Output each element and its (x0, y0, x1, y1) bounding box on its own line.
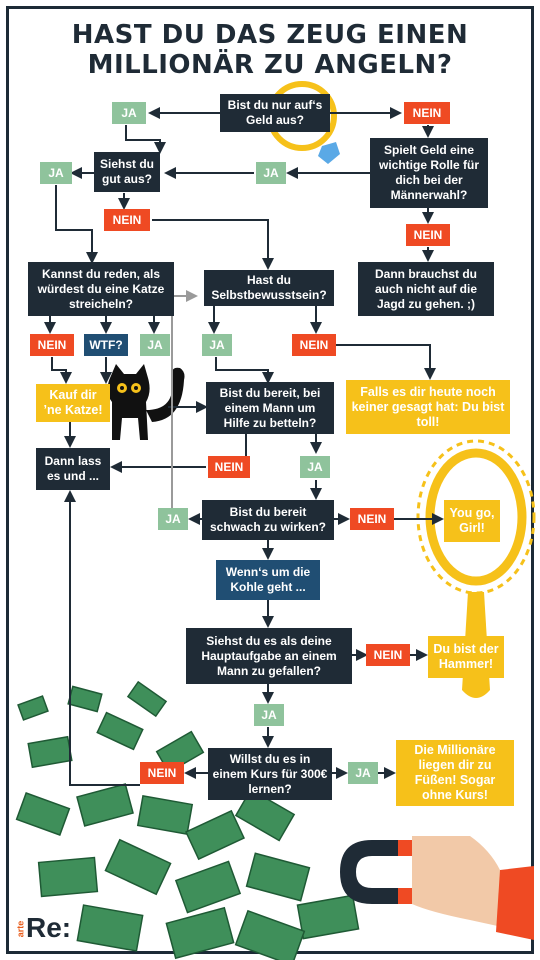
result-katze: Kauf dir ’ne Katze! (36, 384, 110, 422)
label-nein: NEIN (104, 209, 150, 231)
page-title: HAST DU DAS ZEUG EINEN MILLIONÄR ZU ANGE… (0, 20, 540, 80)
question-gut-aus: Siehst du gut aus? (94, 152, 160, 192)
label-wtf: WTF? (84, 334, 128, 356)
result-millionaere: Die Millionäre liegen dir zu Füßen! Soga… (396, 740, 514, 806)
question-kurs: Willst du es in einem Kurs für 300€ lern… (208, 748, 332, 800)
question-reden: Kannst du reden, als würdest du eine Kat… (28, 262, 174, 316)
title-line-1: HAST DU DAS ZEUG EINEN (71, 20, 469, 50)
label-ja: JA (254, 704, 284, 726)
magnet-hand-illustration (340, 836, 534, 940)
brand-small: arte (15, 920, 26, 938)
question-betteln: Bist du bereit, bei einem Mann um Hilfe … (206, 382, 334, 434)
label-nein: NEIN (406, 224, 450, 246)
label-ja: JA (140, 334, 170, 356)
brand-main: Re: (26, 912, 72, 943)
question-rolle: Spielt Geld eine wichtige Rolle für dich… (370, 138, 488, 208)
label-nein: NEIN (140, 762, 184, 784)
label-ja: JA (300, 456, 330, 478)
brand-logo: arte Re: (15, 912, 72, 944)
question-hauptaufgabe: Siehst du es als deine Hauptaufgabe an e… (186, 628, 352, 684)
question-selbstbewusstsein: Hast du Selbstbewusstsein? (204, 270, 334, 306)
result-dann-lass: Dann lass es und ... (36, 448, 110, 490)
label-nein: NEIN (208, 456, 250, 478)
label-ja: JA (112, 102, 146, 124)
question-geld: Bist du nur auf‘s Geld aus? (220, 94, 330, 132)
black-cat-illustration (107, 364, 185, 440)
result-jagd: Dann brauchst du auch nicht auf die Jagd… (358, 262, 494, 316)
label-ja: JA (158, 508, 188, 530)
question-schwach: Bist du bereit schwach zu wirken? (202, 500, 334, 540)
statement-kohle: Wenn‘s um die Kohle geht ... (216, 560, 320, 600)
result-toll: Falls es dir heute noch keiner gesagt ha… (346, 380, 510, 434)
label-nein: NEIN (350, 508, 394, 530)
label-nein: NEIN (30, 334, 74, 356)
label-ja: JA (202, 334, 232, 356)
label-ja: JA (40, 162, 72, 184)
label-nein: NEIN (366, 644, 410, 666)
label-ja: JA (348, 762, 378, 784)
label-nein: NEIN (292, 334, 336, 356)
label-ja: JA (256, 162, 286, 184)
result-hammer: Du bist der Hammer! (428, 636, 504, 678)
result-you-go: You go, Girl! (444, 500, 500, 542)
money-illustration (15, 680, 360, 960)
title-line-2: MILLIONÄR ZU ANGELN? (87, 50, 453, 80)
label-nein: NEIN (404, 102, 450, 124)
